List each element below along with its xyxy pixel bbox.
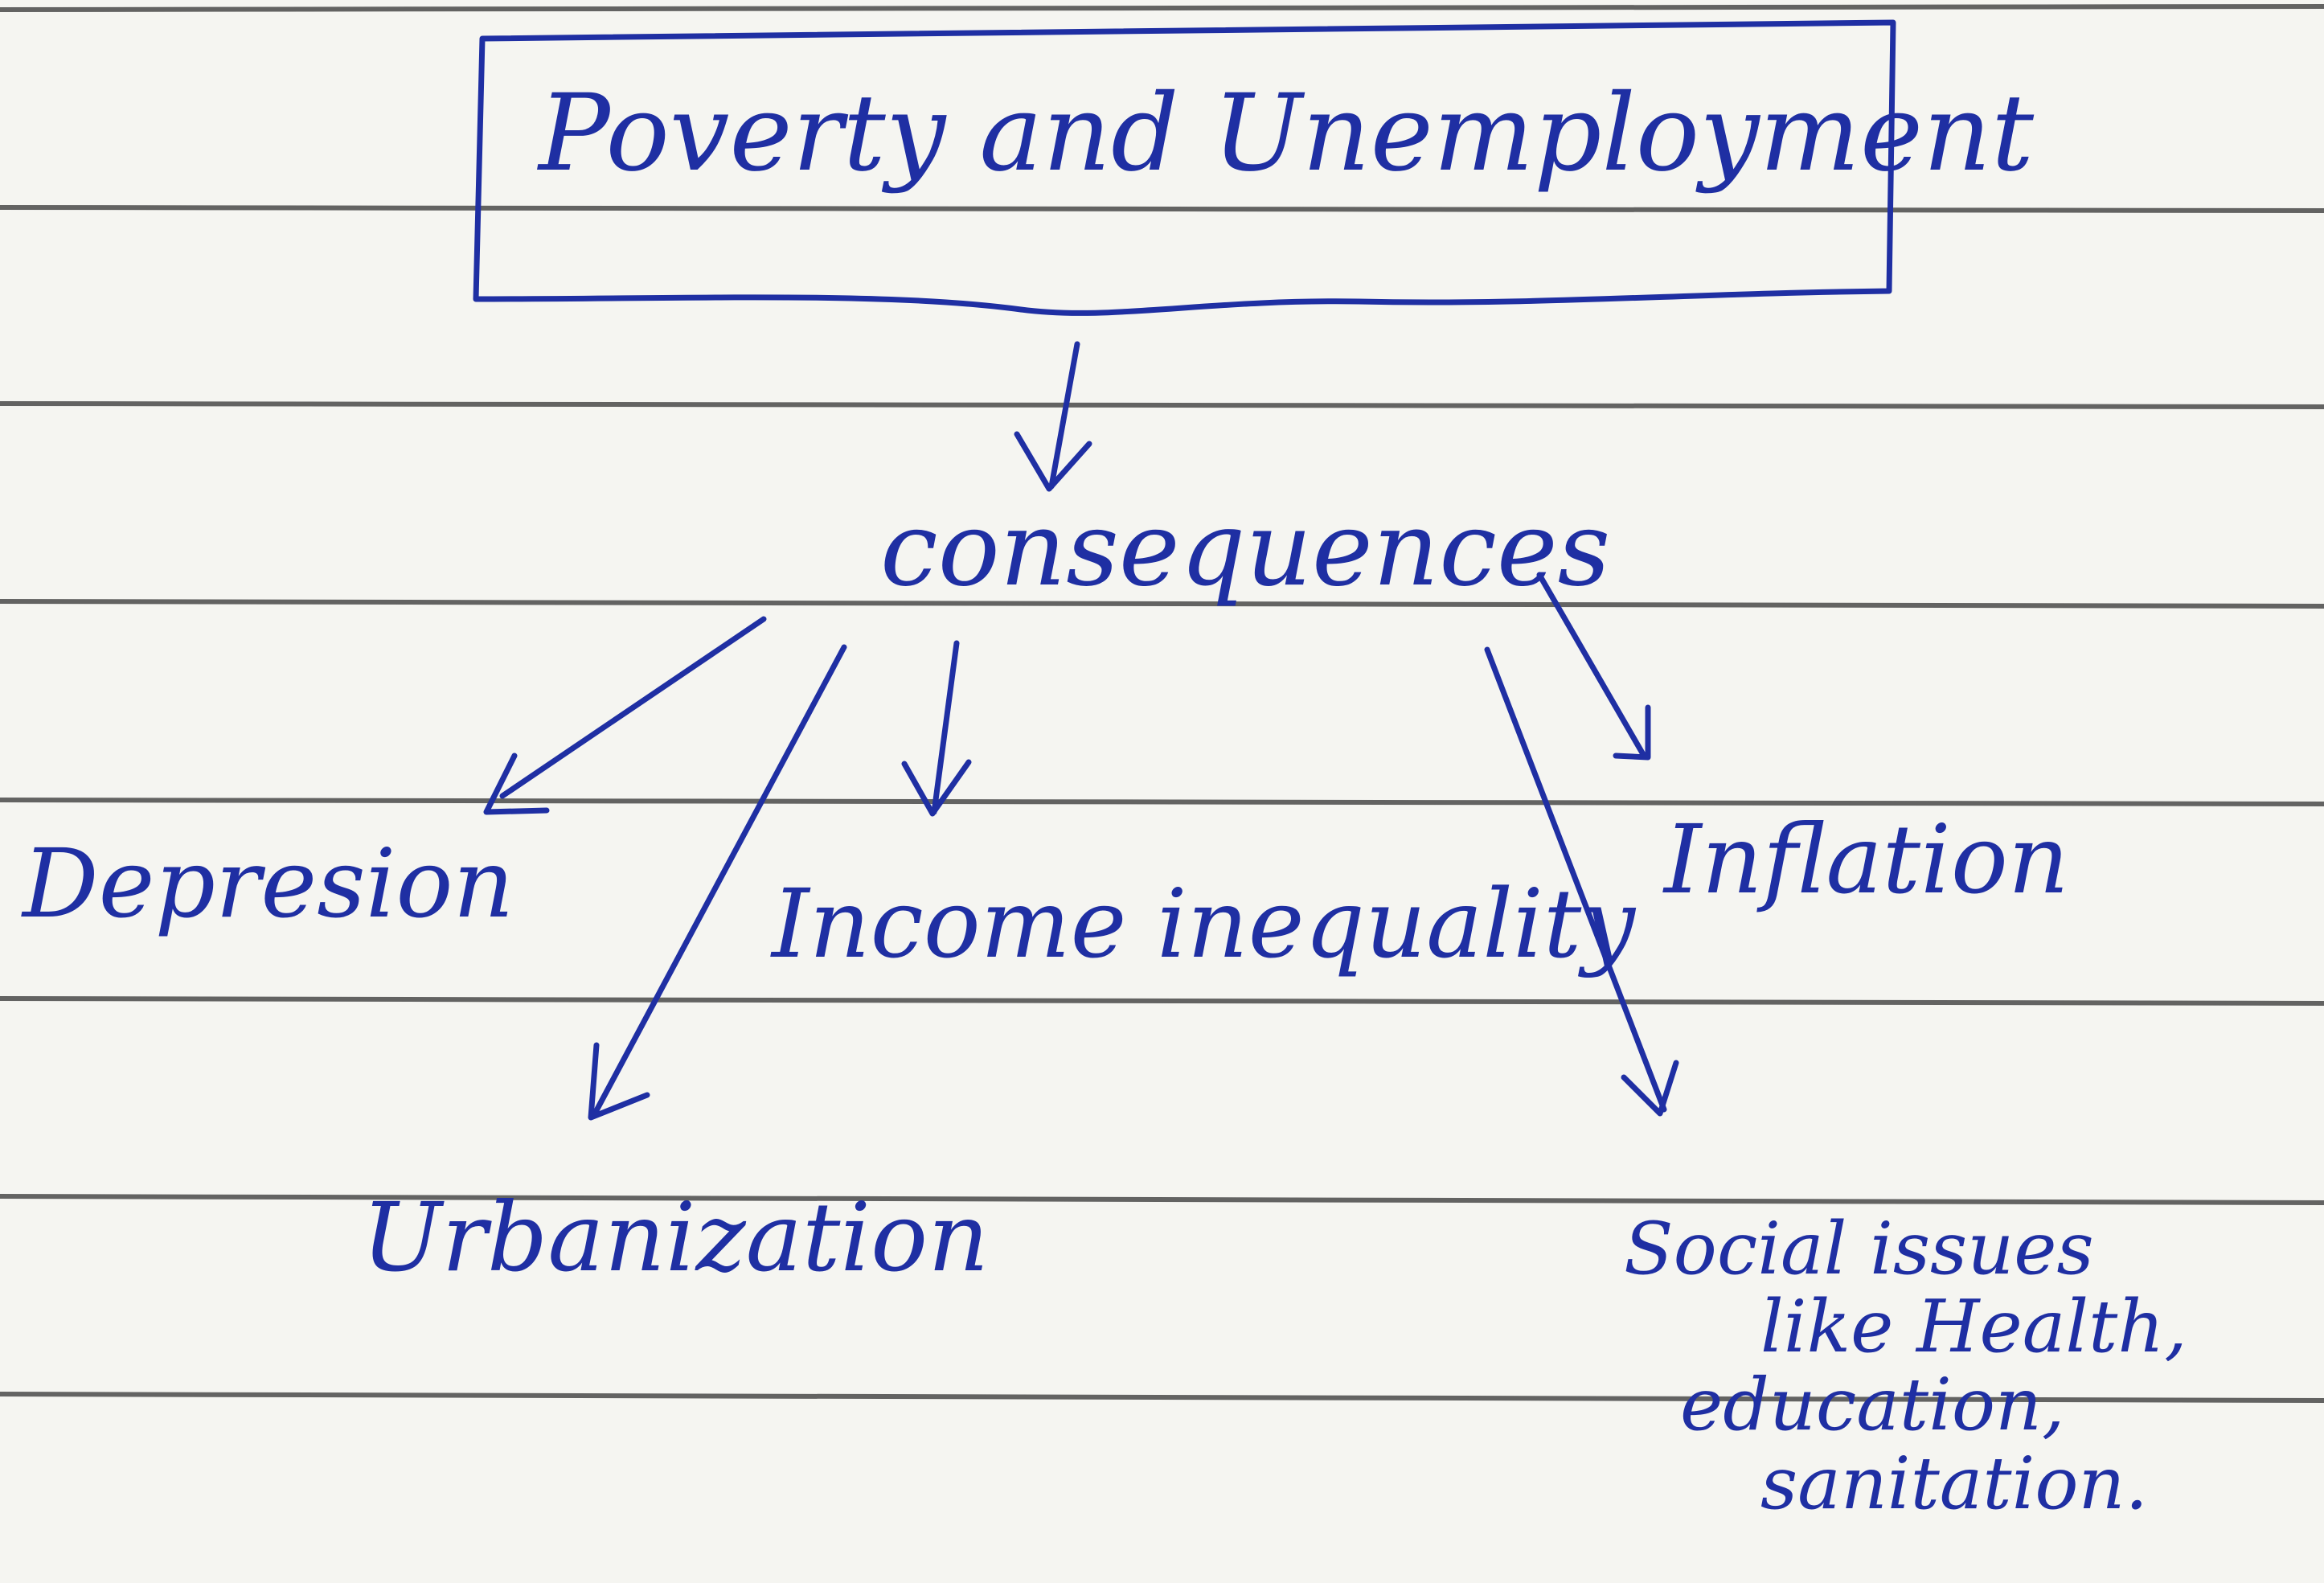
ruled-line [0, 4, 2324, 12]
social-issues-line-3: education, [1680, 1363, 2065, 1448]
ruled-line [0, 996, 2324, 1006]
ruled-line [0, 599, 2324, 609]
ruled-line [0, 1392, 2324, 1403]
social-issues-node: Social issues like Health, education, sa… [1624, 1210, 2283, 1523]
inflation-node: Inflation [1664, 804, 2069, 915]
ruled-line [0, 401, 2324, 409]
arrow-title-to-consequences [1014, 341, 1092, 492]
urbanization-node: Urbanization [362, 1182, 990, 1293]
income-inequality-node: Income inequality [772, 868, 1635, 979]
arrow-to-social-issues [1484, 646, 1679, 1117]
title-node: Poverty and Unemployment [539, 72, 2035, 195]
consequences-node: consequences [880, 490, 1611, 609]
social-issues-line-2: like Health, [1760, 1285, 2187, 1370]
arrow-to-income-inequality [901, 640, 972, 817]
social-issues-line-4: sanitation. [1760, 1441, 2149, 1526]
ruled-line [0, 1194, 2324, 1205]
depression-node: Depresion [23, 828, 514, 939]
ruled-lines [0, 4, 2324, 1403]
ruled-line [0, 205, 2324, 213]
ruled-line [0, 798, 2324, 806]
social-issues-line-1: Social issues [1624, 1207, 2094, 1291]
arrow-to-depression [483, 616, 767, 815]
arrow-to-urbanization [588, 644, 847, 1121]
arrow-to-inflation [1536, 572, 1651, 761]
title-box [473, 19, 1896, 316]
